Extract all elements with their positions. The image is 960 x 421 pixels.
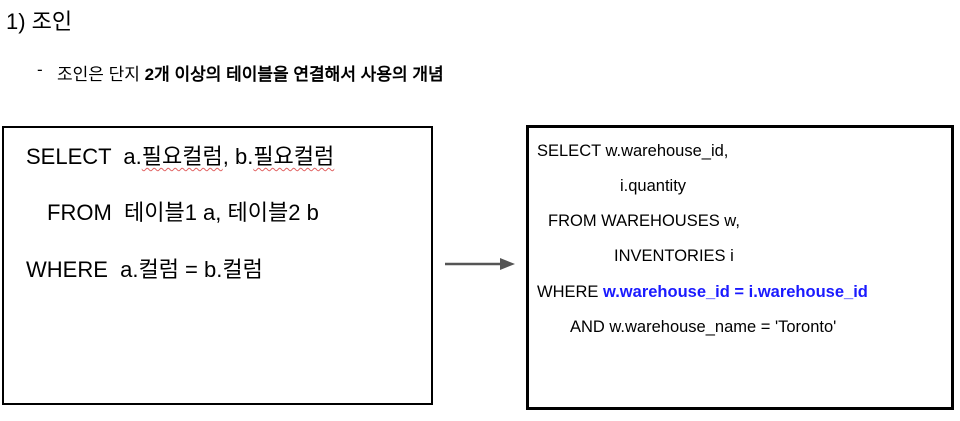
query-line-where: WHERE w.warehouse_id = i.warehouse_id (537, 283, 868, 302)
bullet-text: 조인은 단지 2개 이상의 테이블을 연결해서 사용의 개념 (57, 60, 444, 85)
bullet-dash: - (37, 60, 43, 79)
select-separator: , b. (222, 144, 254, 169)
example-join-query-box: SELECT w.warehouse_id, i.quantity FROM W… (526, 125, 954, 410)
column-placeholder: 필요컬럼 (141, 144, 223, 169)
from-line: FROM 테이블1 a, 테이블2 b (47, 200, 319, 225)
query-line-from: FROM WAREHOUSES w, (548, 212, 740, 230)
bullet-prefix: 조인은 단지 (57, 65, 145, 84)
select-line: SELECT a.필요컬럼, b.필요컬럼 (26, 139, 334, 171)
bullet-bold: 2개 이상의 테이블을 연결해서 사용의 개념 (144, 65, 444, 84)
query-line-quantity: i.quantity (620, 177, 687, 195)
where-keyword: WHERE (537, 283, 603, 301)
column-placeholder: 필요컬럼 (253, 144, 335, 169)
select-keyword: SELECT a. (26, 144, 142, 169)
join-condition: w.warehouse_id = i.warehouse_id (603, 283, 868, 301)
arrow-right-icon (445, 258, 515, 270)
generic-join-query-box: SELECT a.필요컬럼, b.필요컬럼 FROM 테이블1 a, 테이블2 … (2, 126, 433, 405)
where-line: WHERE a.컬럼 = b.컬럼 (26, 257, 263, 282)
query-line-inventories: INVENTORIES i (614, 247, 734, 265)
section-title: 1) 조인 (6, 9, 73, 34)
query-line-and: AND w.warehouse_name = 'Toronto' (570, 318, 837, 336)
query-line-select: SELECT w.warehouse_id, (537, 142, 729, 160)
